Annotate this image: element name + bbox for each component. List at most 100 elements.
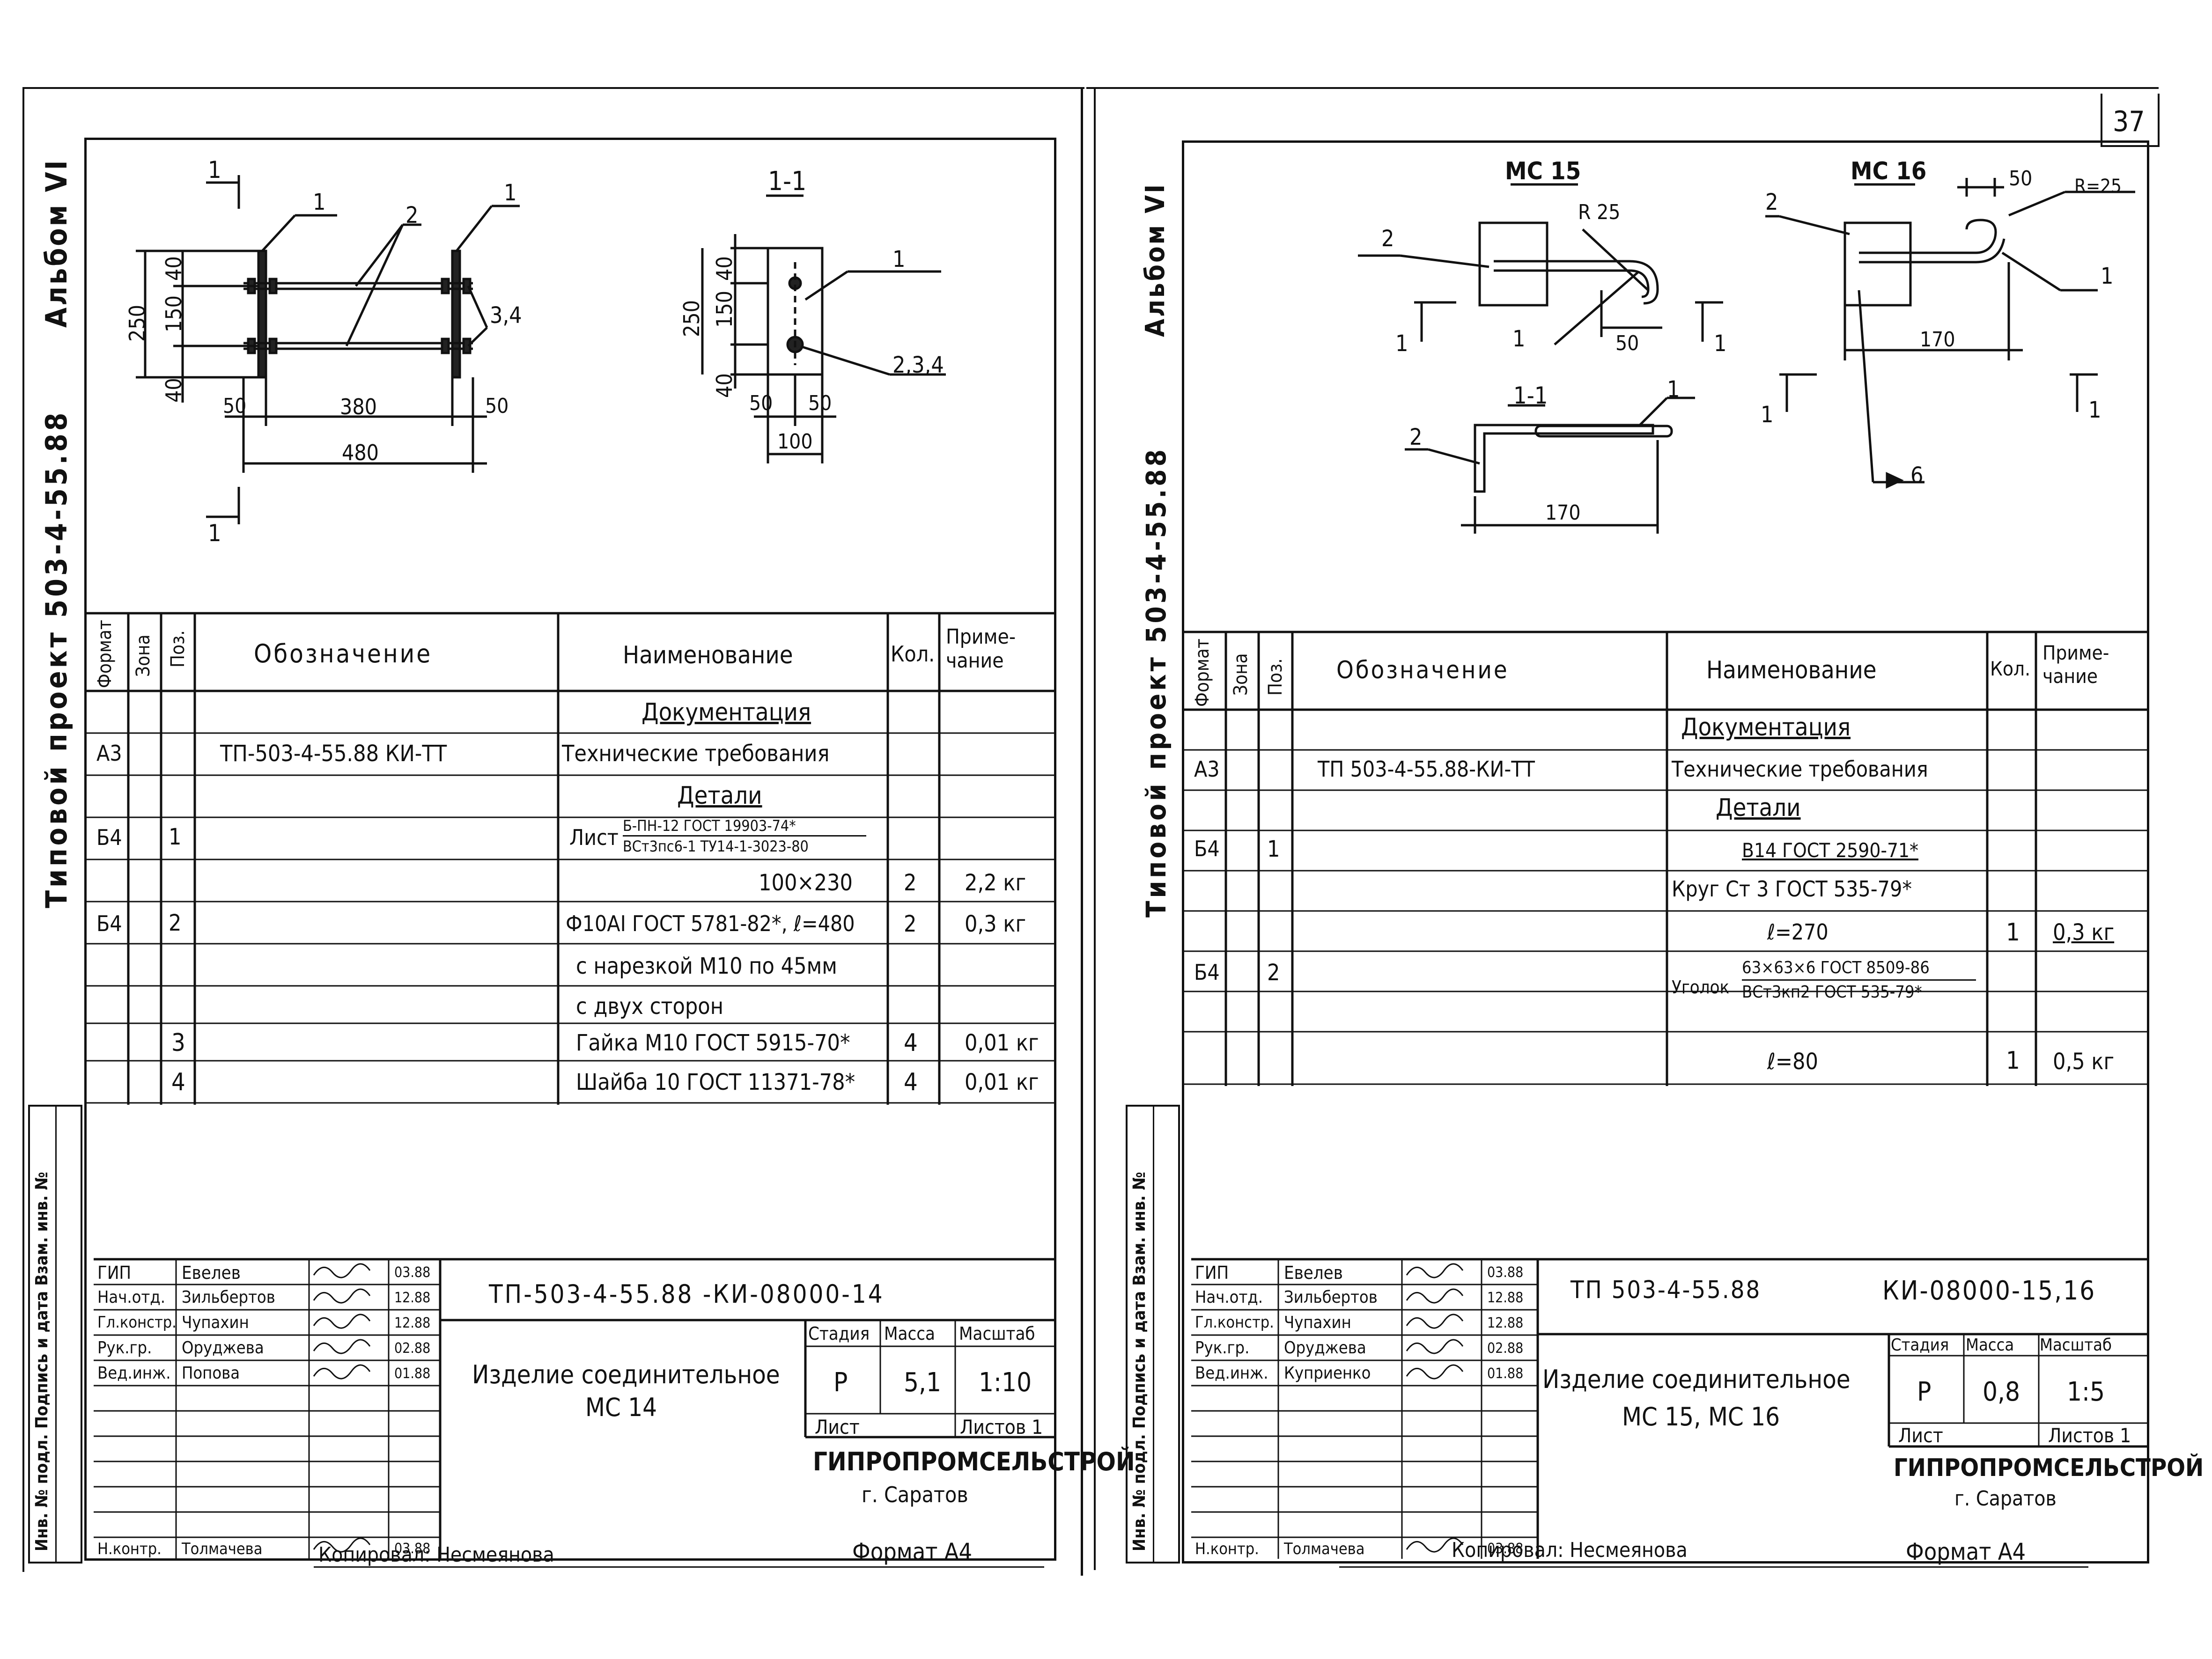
left-tb-date-4: 01.88 bbox=[394, 1365, 431, 1382]
left-tb-date-3: 02.88 bbox=[394, 1340, 431, 1357]
right-tb-scale-header: Масштаб bbox=[2040, 1336, 2112, 1355]
left-footer-format: Формат А4 bbox=[852, 1538, 973, 1565]
right-tb-name-4: Куприенко bbox=[1284, 1364, 1371, 1383]
cut-mark-mc16-left: 1 bbox=[1761, 402, 1774, 428]
left-title-grid bbox=[94, 1258, 1056, 1559]
left-tb-role-4: Вед.инж. bbox=[97, 1364, 171, 1383]
callout-2-mc16: 2 bbox=[1765, 189, 1778, 215]
left-row-note: 0,01 кг bbox=[965, 1030, 1039, 1056]
left-row-fraction-bottom: ВСт3пс6-1 ТУ14-1-3023-80 bbox=[623, 837, 809, 855]
dim-480: 480 bbox=[342, 440, 379, 465]
left-tb-scale-header: Масштаб bbox=[959, 1323, 1035, 1344]
left-spec-table: Формат Зона Поз. Обозначение Наименовани… bbox=[84, 611, 1056, 1105]
left-tb-date-0: 03.88 bbox=[394, 1264, 431, 1281]
right-side-stamp-text: Инв. № подл. Подпись и дата Взам. инв. № bbox=[1130, 1172, 1149, 1551]
left-title-block: ГИП Евелев 03.88 Нач.отд. Зильбертов 12.… bbox=[94, 1258, 1135, 1559]
right-fraction-bar bbox=[1742, 979, 1976, 981]
callout-2-rods: 2 bbox=[406, 202, 419, 228]
right-row-name: В14 ГОСТ 2590-71* bbox=[1742, 839, 1918, 862]
right-col-zone: Зона bbox=[1230, 653, 1252, 696]
sect-dim-50-left: 50 bbox=[749, 391, 773, 415]
right-tb-norm-name: Толмачева bbox=[1284, 1540, 1365, 1558]
label-r25-b: R=25 bbox=[2074, 176, 2122, 197]
right-col-pos: Поз. bbox=[1265, 658, 1286, 696]
right-tb-norm-role: Н.контр. bbox=[1195, 1540, 1259, 1558]
right-tb-name-2: Чупахин bbox=[1284, 1313, 1351, 1332]
page-number-box: 37 bbox=[2101, 94, 2160, 147]
left-row-name: с двух сторон bbox=[576, 993, 723, 1020]
left-tb-norm-date: 03.88 bbox=[394, 1541, 431, 1557]
right-tb-date-3: 02.88 bbox=[1487, 1340, 1524, 1357]
callout-2-mc15: 2 bbox=[1381, 226, 1394, 252]
callout-1-section: 1 bbox=[892, 246, 906, 272]
left-row-name: Технические требования bbox=[562, 741, 830, 767]
right-tb-name-3: Оруджева bbox=[1284, 1338, 1366, 1358]
right-tb-item2: МС 15, МС 16 bbox=[1622, 1402, 1780, 1431]
left-row-name: Ф10АI ГОСТ 5781-82*, ℓ=480 bbox=[566, 911, 855, 936]
cut-mark-top: 1 bbox=[208, 156, 221, 184]
left-side-stamp: Инв. № подл. Подпись и дата Взам. инв. № bbox=[28, 1105, 82, 1564]
cut-mark-mc15-left: 1 bbox=[1395, 330, 1408, 357]
mc16-title: МС 16 bbox=[1851, 157, 1927, 185]
left-tb-date-2: 12.88 bbox=[394, 1315, 431, 1331]
right-footer-line bbox=[1339, 1566, 2088, 1568]
left-row-name: Шайба 10 ГОСТ 11371-78* bbox=[576, 1069, 855, 1095]
right-tb-role-2: Гл.констр. bbox=[1195, 1313, 1274, 1332]
dim-50-mc15: 50 bbox=[1615, 331, 1639, 355]
callout-1-section: 1 bbox=[1667, 376, 1680, 403]
right-col-note: Приме-чание bbox=[2042, 641, 2109, 688]
left-row-note: 0,01 кг bbox=[965, 1069, 1039, 1095]
right-tb-date-0: 03.88 bbox=[1487, 1264, 1524, 1281]
right-tb-date-2: 12.88 bbox=[1487, 1315, 1524, 1331]
right-tb-stage-header: Стадия bbox=[1891, 1336, 1949, 1355]
callout-1-mc15: 1 bbox=[1512, 326, 1526, 352]
dim-380: 380 bbox=[340, 394, 377, 419]
left-spec-grid bbox=[84, 612, 1056, 1105]
left-row-pos: 4 bbox=[171, 1068, 185, 1096]
dim-50-right: 50 bbox=[485, 394, 509, 418]
left-tb-code: ТП-503-4-55.88 -КИ-08000-14 bbox=[489, 1279, 885, 1309]
weld-mark-6: 6 bbox=[1910, 462, 1924, 489]
left-row-name: Лист bbox=[569, 825, 619, 850]
left-tb-date-1: 12.88 bbox=[394, 1290, 431, 1306]
page-number: 37 bbox=[2113, 105, 2145, 138]
left-tb-org: ГИПРОПРОМСЕЛЬСТРОЙ bbox=[813, 1447, 1135, 1476]
right-row-note: 0,5 кг bbox=[2053, 1049, 2115, 1075]
left-tb-stage-header: Стадия bbox=[808, 1323, 870, 1344]
left-tb-name-1: Зильбертов bbox=[182, 1288, 275, 1307]
cut-mark-bottom: 1 bbox=[208, 520, 221, 547]
right-col-qty: Кол. bbox=[1990, 657, 2031, 680]
left-tb-scale: 1:10 bbox=[979, 1367, 1032, 1398]
dim-170-section: 170 bbox=[1545, 501, 1581, 525]
cut-mark-mc15-right: 1 bbox=[1714, 330, 1727, 357]
right-footer-format: Формат А4 bbox=[1906, 1538, 2026, 1565]
sect-dim-100: 100 bbox=[777, 430, 813, 454]
callout-1-right-plate: 1 bbox=[504, 180, 517, 206]
left-signatures bbox=[313, 1263, 371, 1553]
left-tb-item: Изделие соединительное bbox=[472, 1360, 780, 1389]
left-footer-line bbox=[314, 1566, 1044, 1568]
right-main-frame bbox=[1182, 140, 2149, 1564]
left-row-pos: 3 bbox=[171, 1029, 185, 1057]
right-tb-date-4: 01.88 bbox=[1487, 1365, 1524, 1382]
section-title-1-1: 1-1 bbox=[768, 166, 807, 197]
left-col-note: Приме-чание bbox=[946, 625, 1016, 673]
cut-mark-mc16-right: 1 bbox=[2088, 397, 2101, 423]
left-tb-norm-name: Толмачева bbox=[182, 1540, 263, 1558]
left-tb-stage: Р bbox=[833, 1367, 848, 1398]
left-tb-role-1: Нач.отд. bbox=[97, 1288, 165, 1307]
right-tb-role-1: Нач.отд. bbox=[1195, 1288, 1263, 1307]
right-col-name: Наименование bbox=[1706, 656, 1877, 684]
right-title-grid bbox=[1191, 1258, 2149, 1559]
right-row-name: Круг Ст 3 ГОСТ 535-79* bbox=[1672, 876, 1912, 902]
right-tb-sheets: Листов 1 bbox=[2048, 1424, 2131, 1447]
left-tb-role-2: Гл.констр. bbox=[97, 1313, 177, 1332]
left-tb-mass-header: Масса bbox=[884, 1323, 935, 1344]
left-row-qty: 4 bbox=[904, 1068, 918, 1096]
label-r25: R 25 bbox=[1578, 200, 1621, 224]
left-row-pos: 2 bbox=[169, 910, 182, 936]
right-spec-grid bbox=[1182, 631, 2149, 1086]
right-tb-code: ТП 503-4-55.88 bbox=[1571, 1276, 1762, 1304]
right-tb-item: Изделие соединительное bbox=[1542, 1365, 1851, 1394]
